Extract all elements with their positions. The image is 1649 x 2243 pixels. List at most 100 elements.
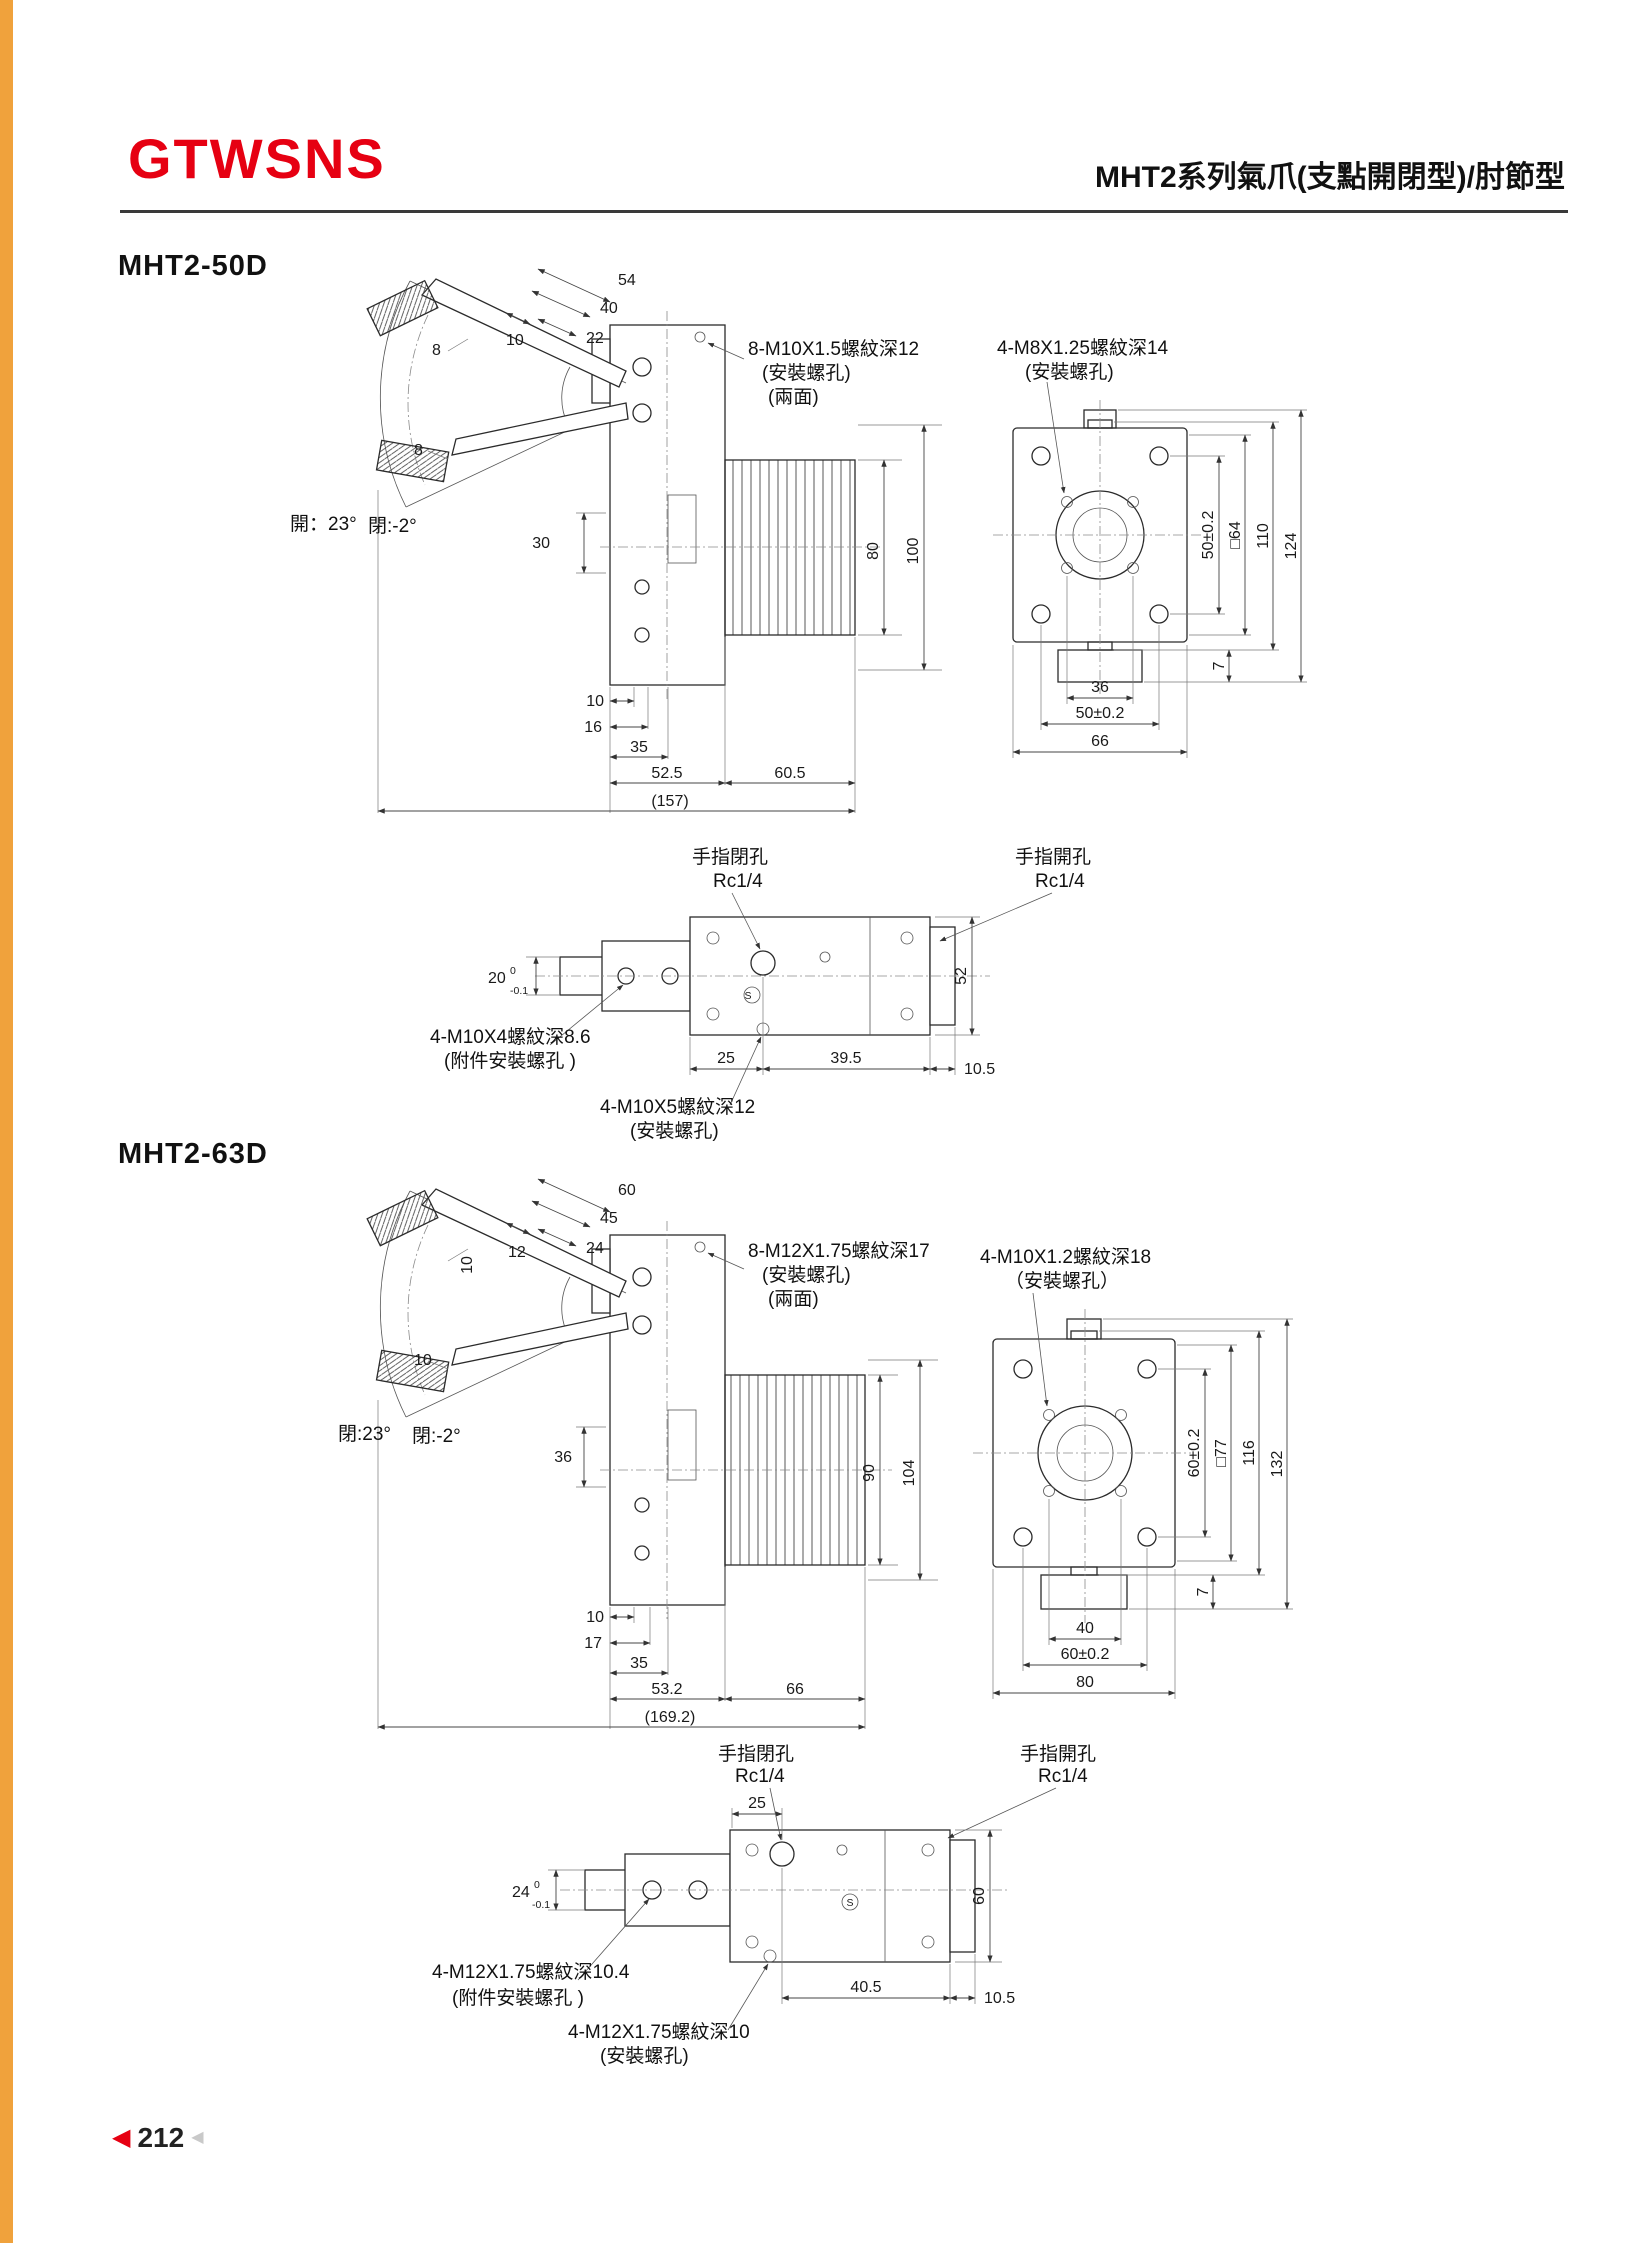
dim-35: 35 xyxy=(630,1655,648,1672)
section-heading-mht2-63d: MHT2-63D xyxy=(118,1138,268,1170)
s-mark: S xyxy=(744,990,751,1002)
dimension-lines xyxy=(548,1787,1057,2031)
dim-60: 60 xyxy=(971,1887,988,1905)
bottom-thread-note: 4-M12X1.75螺紋深10 xyxy=(568,2021,750,2043)
dim-10: 10 xyxy=(506,332,524,349)
dim-7: 7 xyxy=(1211,661,1228,670)
dim-157-total: (157) xyxy=(651,793,688,810)
side-thread-note-2: (安裝螺孔) xyxy=(1025,361,1114,383)
brand-logo: GTWSNS xyxy=(128,127,386,190)
dim-132: 132 xyxy=(1269,1451,1286,1478)
mht2-63d-front-view-drawing: 60 45 24 12 10 10 閉:23° 閉:-2° 36 90 104 … xyxy=(338,1178,938,1730)
dim-7: 7 xyxy=(1195,1587,1212,1596)
side-thread-note: 4-M10X1.2螺紋深18 xyxy=(980,1246,1151,1268)
dim-square-77: □77 xyxy=(1213,1439,1230,1467)
attachment-thread-note-2: (附件安裝螺孔 ) xyxy=(452,1987,584,2009)
dim-110: 110 xyxy=(1255,523,1272,549)
close-angle-label: 閉:-2° xyxy=(412,1426,461,1447)
dim-24-tolerance-lower: -0.1 xyxy=(532,1899,550,1911)
dim-35: 35 xyxy=(630,739,648,756)
mht2-63d-side-view-drawing: 4-M10X1.2螺紋深18 （安裝螺孔） 60±0.2 □77 116 132… xyxy=(973,1246,1293,1699)
dimension-lines xyxy=(1012,381,1307,758)
close-angle-label: 閉:-2° xyxy=(368,516,417,537)
header-divider xyxy=(120,210,1568,213)
dimension-lines xyxy=(526,892,1053,1106)
dimension-lines xyxy=(377,268,942,814)
page-number: 212 xyxy=(137,2122,185,2153)
dim-40-5: 40.5 xyxy=(850,1979,881,1996)
mount-thread-note-2: (安裝螺孔) xyxy=(762,1264,851,1286)
top-body-linework xyxy=(560,1829,1010,1963)
dim-20-tolerance-upper: 0 xyxy=(510,965,516,977)
bottom-thread-note-2: (安裝螺孔) xyxy=(630,1120,719,1142)
mht2-50d-front-view-drawing: 54 40 22 10 8 8 開：23° 閉:-2° 30 80 100 10… xyxy=(290,268,942,814)
dim-20-tolerance: 20 xyxy=(488,970,506,987)
bottom-thread-note-2: (安裝螺孔) xyxy=(600,2045,689,2067)
footer-arrow-icon: ◀ xyxy=(112,2124,131,2151)
dim-8-lower: 8 xyxy=(414,442,423,459)
dim-10-5: 10.5 xyxy=(984,1990,1015,2007)
dim-10-rotated: 10 xyxy=(459,1256,476,1274)
dim-10-lower: 10 xyxy=(414,1352,432,1369)
dim-52-5: 52.5 xyxy=(651,765,682,782)
dim-10-bottom: 10 xyxy=(586,1609,604,1626)
footer-arrow-icon-light: ◀ xyxy=(191,2129,204,2146)
dim-100: 100 xyxy=(905,538,922,565)
mount-thread-note: 8-M12X1.75螺紋深17 xyxy=(748,1240,930,1262)
gripper-body-linework xyxy=(591,311,882,699)
dim-60-horizontal: 60±0.2 xyxy=(1061,1646,1110,1663)
bottom-thread-note: 4-M10X5螺紋深12 xyxy=(600,1096,755,1118)
mount-thread-note-2: (安裝螺孔) xyxy=(762,362,851,384)
finger-open-port-size: Rc1/4 xyxy=(1038,1766,1088,1787)
dim-30: 30 xyxy=(532,535,550,552)
mht2-50d-side-view-drawing: 4-M8X1.25螺紋深14 (安裝螺孔) 50±0.2 □64 110 124… xyxy=(993,337,1307,758)
dim-52: 52 xyxy=(953,967,970,985)
finger-open-port-label: 手指開孔 xyxy=(1020,1743,1096,1765)
dim-169-2-total: (169.2) xyxy=(645,1709,696,1726)
open-angle-label: 閉:23° xyxy=(338,1424,391,1445)
side-body-linework xyxy=(993,400,1203,694)
dim-50-vertical: 50±0.2 xyxy=(1200,510,1217,559)
dim-20-tolerance-lower: -0.1 xyxy=(510,985,528,997)
dim-45: 45 xyxy=(600,1210,618,1227)
dim-60: 60 xyxy=(618,1182,636,1199)
s-mark: S xyxy=(846,1897,853,1909)
dimension-lines xyxy=(377,1178,938,1730)
mount-thread-note-3: (兩面) xyxy=(768,1289,819,1310)
open-angle-label: 開：23° xyxy=(290,514,357,535)
dim-124: 124 xyxy=(1283,533,1300,560)
mht2-50d-top-view-drawing: 手指閉孔 Rc1/4 手指開孔 Rc1/4 20 0 -0.1 S 52 25 … xyxy=(430,846,1091,1142)
dim-25: 25 xyxy=(717,1050,735,1067)
finger-close-port-size: Rc1/4 xyxy=(735,1766,785,1787)
dim-53-2: 53.2 xyxy=(651,1681,682,1698)
dim-10-5: 10.5 xyxy=(964,1061,995,1078)
gripper-body-linework xyxy=(591,1221,892,1619)
gripper-fingers-linework xyxy=(366,278,629,508)
dim-36: 36 xyxy=(554,1449,572,1466)
dim-50-horizontal: 50±0.2 xyxy=(1076,705,1125,722)
mount-thread-note-3: (兩面) xyxy=(768,387,819,408)
dim-66: 66 xyxy=(786,1681,804,1698)
dim-36: 36 xyxy=(1091,679,1109,696)
dim-24-tolerance: 24 xyxy=(512,1884,530,1901)
dim-17: 17 xyxy=(584,1635,602,1652)
dim-25: 25 xyxy=(748,1795,766,1812)
page-footer: ◀ 212 ◀ xyxy=(112,2122,204,2154)
finger-close-port-label: 手指閉孔 xyxy=(718,1743,794,1765)
side-thread-note: 4-M8X1.25螺紋深14 xyxy=(997,337,1169,359)
finger-close-port-size: Rc1/4 xyxy=(713,871,763,892)
dim-39-5: 39.5 xyxy=(830,1050,861,1067)
side-thread-note-2: （安裝螺孔） xyxy=(1005,1270,1119,1292)
finger-open-port-label: 手指開孔 xyxy=(1015,846,1091,868)
attachment-thread-note: 4-M12X1.75螺紋深10.4 xyxy=(432,1961,630,1983)
dim-54: 54 xyxy=(618,272,636,289)
dim-24-tolerance-upper: 0 xyxy=(534,1879,540,1891)
gripper-fingers-linework xyxy=(366,1188,629,1418)
attachment-thread-note-2: (附件安裝螺孔 ) xyxy=(444,1050,576,1072)
dim-40: 40 xyxy=(1076,1620,1094,1637)
top-body-linework xyxy=(535,916,990,1036)
dim-60-vertical: 60±0.2 xyxy=(1186,1428,1203,1477)
dim-22: 22 xyxy=(586,330,604,347)
dim-116: 116 xyxy=(1241,1440,1258,1466)
